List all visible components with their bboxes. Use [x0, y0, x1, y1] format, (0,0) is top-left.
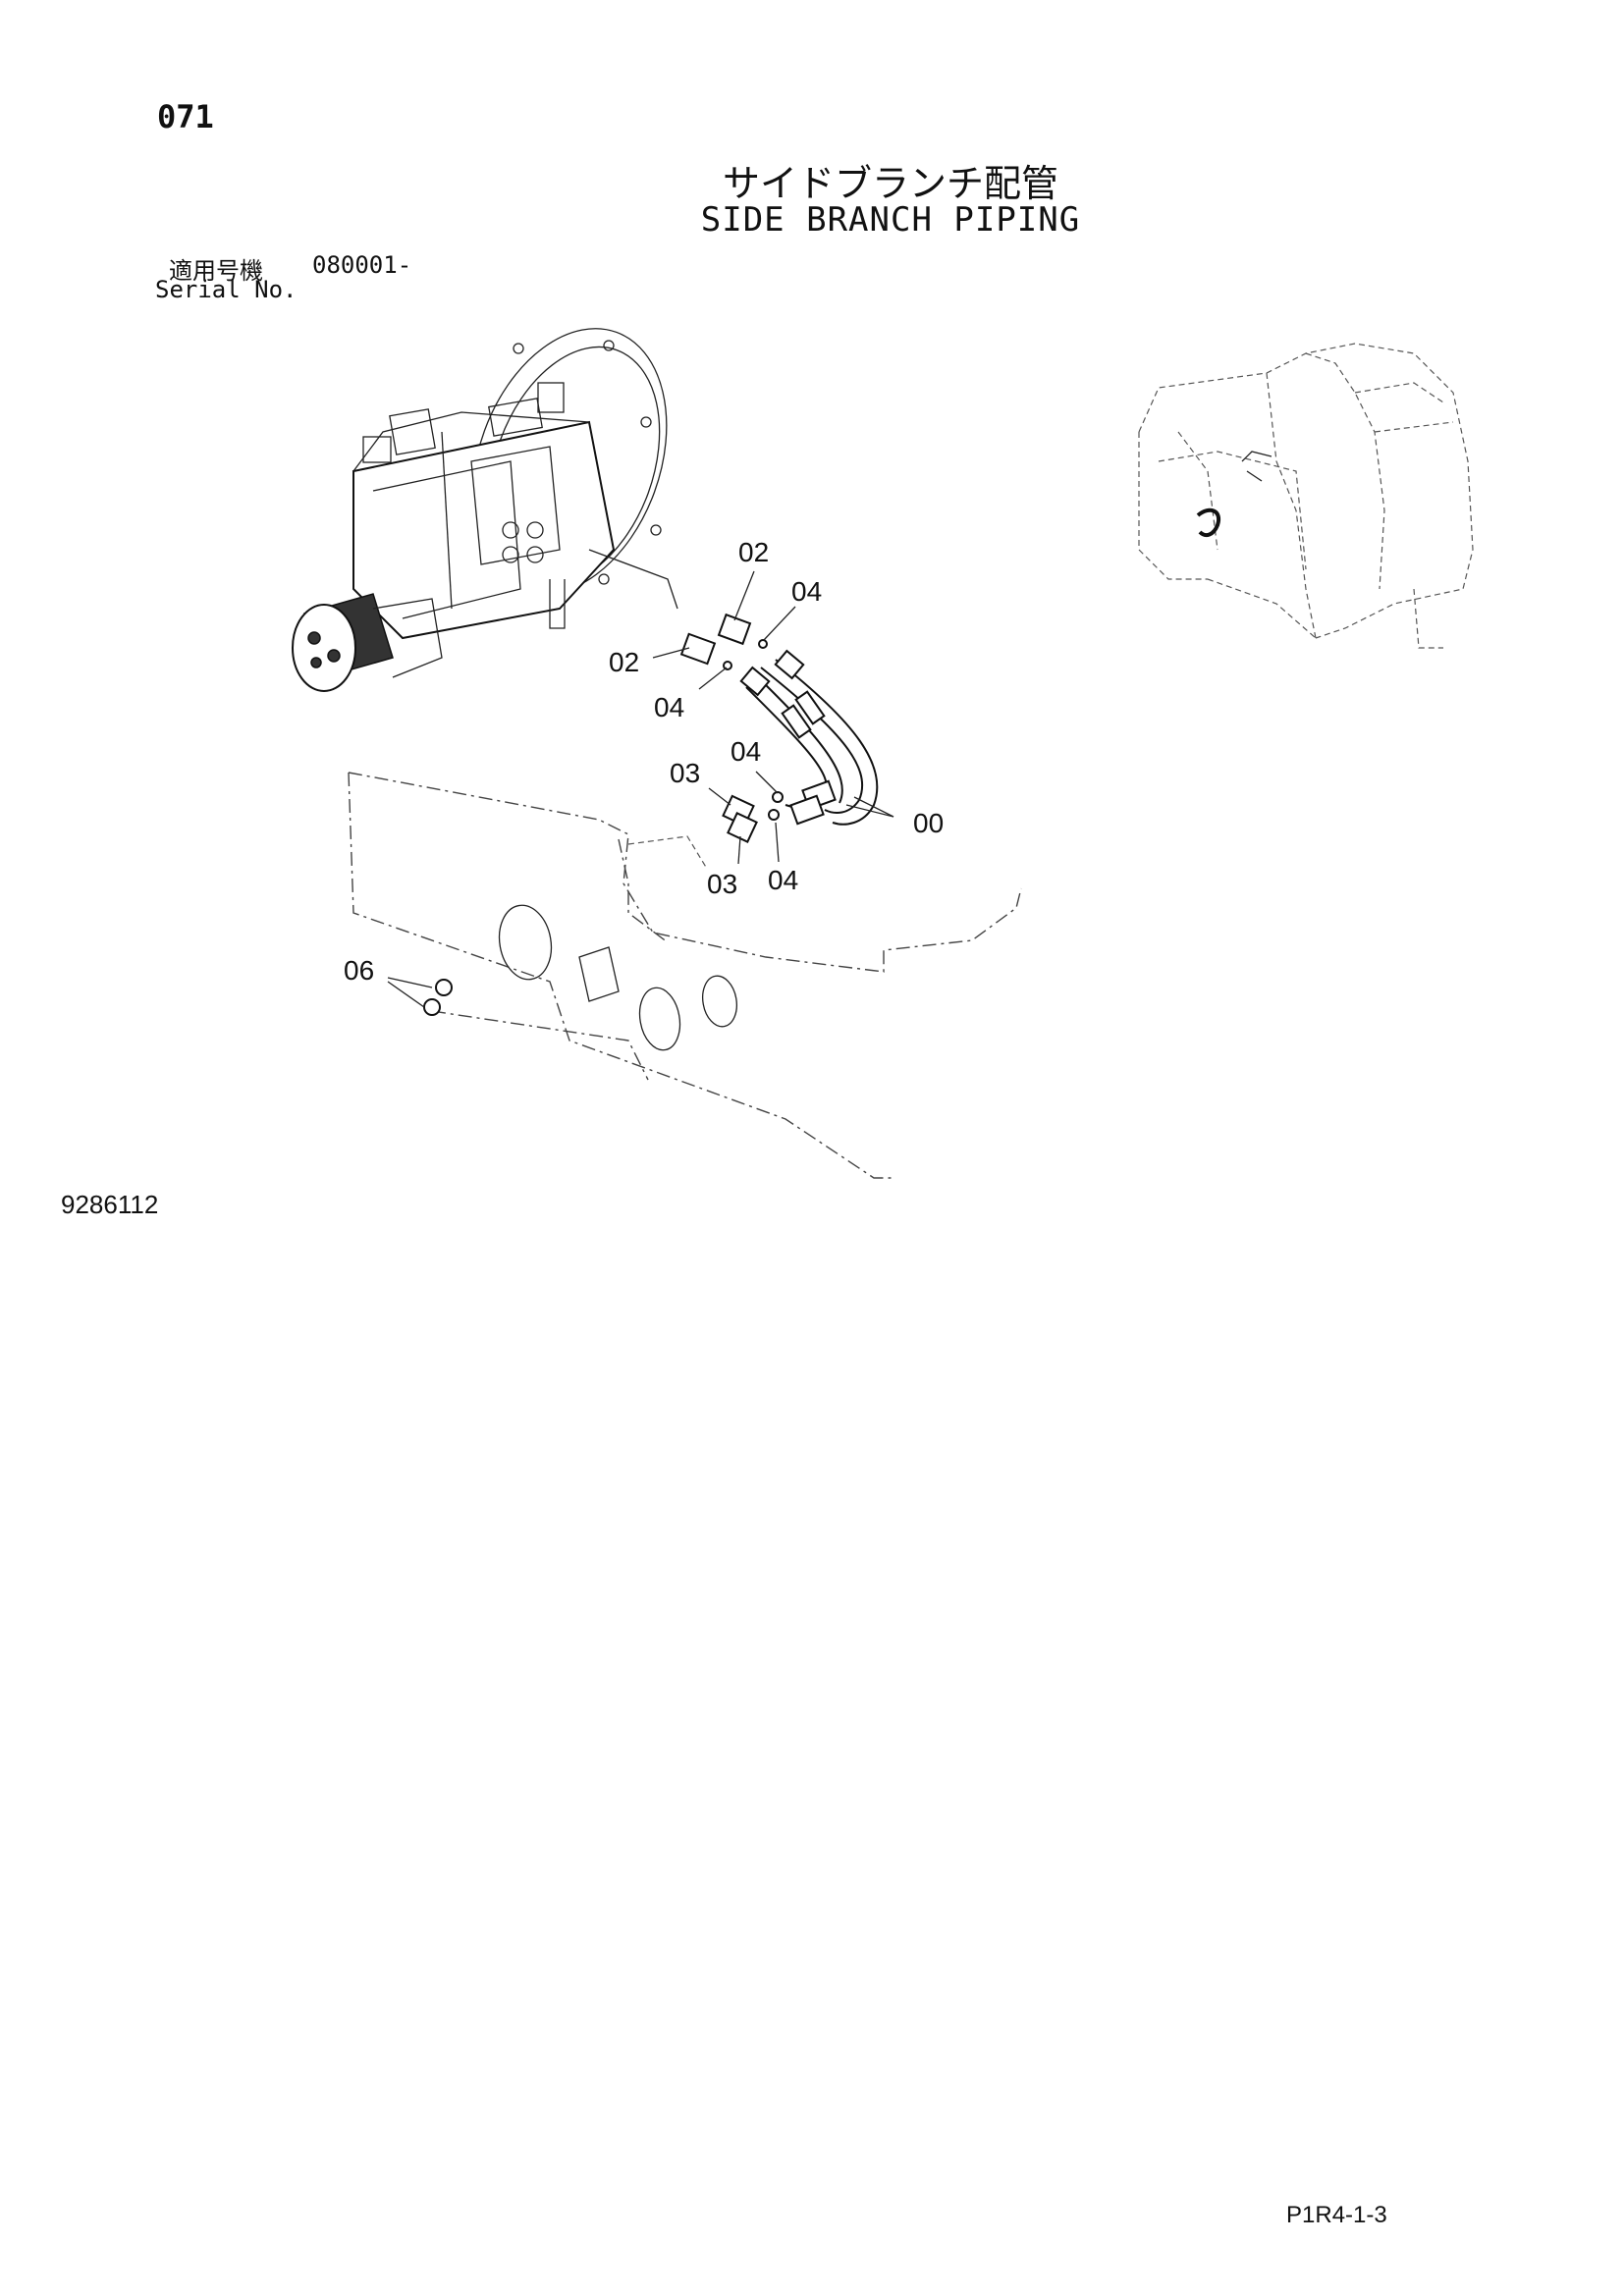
callout-00: 00 [913, 808, 944, 838]
machine-location-sketch [1138, 343, 1474, 649]
callout-03-bottom: 03 [707, 869, 737, 899]
hose-assembly [739, 649, 879, 826]
leader-lines [387, 570, 894, 1008]
serial-label-japanese: 適用号機 [169, 257, 263, 285]
serial-label-english: Serial No. [155, 276, 298, 303]
callout-02-top: 02 [738, 537, 769, 567]
callout-02-left: 02 [609, 647, 639, 677]
page-number: 071 [157, 98, 214, 135]
drawing-id: 9286112 [61, 1190, 159, 1219]
callout-06: 06 [344, 955, 374, 986]
fittings [423, 613, 784, 1016]
callout-04-top: 04 [791, 576, 822, 607]
hydraulic-pump-assembly [292, 328, 678, 692]
title-english: SIDE BRANCH PIPING [700, 200, 1081, 240]
frame-panel [348, 772, 1022, 1179]
callout-labels: 02 04 02 04 04 03 00 03 04 06 [344, 537, 944, 986]
callout-03-top: 03 [670, 758, 700, 788]
callout-04-bottom: 04 [768, 865, 798, 895]
serial-number-value: 080001- [312, 251, 412, 279]
page-code: P1R4-1-3 [1286, 2202, 1387, 2228]
callout-04-mid: 04 [731, 736, 761, 767]
callout-04-left: 04 [654, 692, 684, 722]
title-japanese: サイドブランチ配管 [722, 162, 1058, 205]
